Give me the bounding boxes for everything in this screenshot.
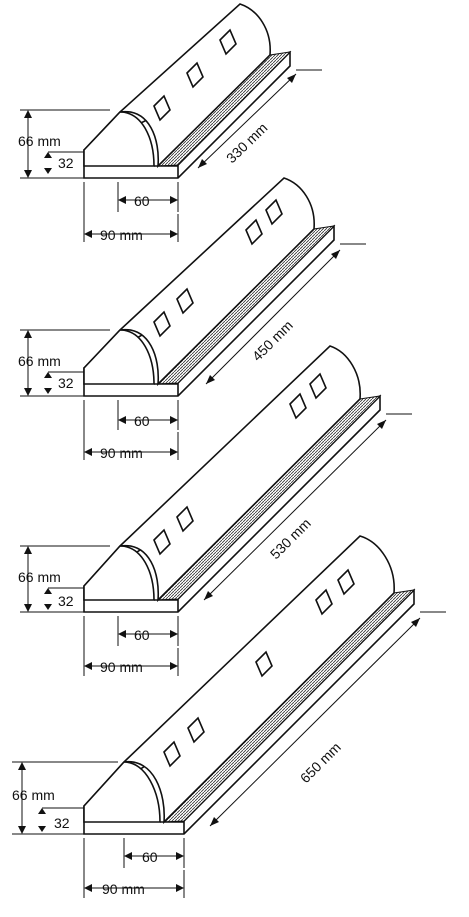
length-label: 650 mm bbox=[297, 739, 344, 786]
inner-width-label: 60 bbox=[134, 413, 150, 429]
height-label: 66 mm bbox=[18, 133, 61, 149]
total-width-label: 90 mm bbox=[100, 227, 143, 243]
trough-body bbox=[83, 177, 336, 397]
trough-unit-4: 66 mm 32 60 90 mm 650 mm bbox=[12, 535, 446, 898]
total-width-label: 90 mm bbox=[102, 881, 145, 897]
dimension-lines bbox=[20, 69, 322, 242]
height-label: 66 mm bbox=[18, 353, 61, 369]
dimension-lines bbox=[12, 611, 446, 898]
total-width-label: 90 mm bbox=[100, 445, 143, 461]
trough-unit-1: 66 mm 32 60 90 mm 330 mm bbox=[18, 3, 322, 243]
inner-width-label: 60 bbox=[142, 849, 158, 865]
height-label: 66 mm bbox=[12, 787, 55, 803]
length-label: 530 mm bbox=[267, 515, 314, 562]
inner-width-label: 60 bbox=[134, 193, 150, 209]
lip-label: 32 bbox=[54, 815, 70, 831]
lip-label: 32 bbox=[58, 593, 74, 609]
length-label: 450 mm bbox=[249, 317, 296, 364]
inner-width-label: 60 bbox=[134, 627, 150, 643]
total-width-label: 90 mm bbox=[100, 659, 143, 675]
trough-unit-3: 66 mm 32 60 90 mm 530 mm bbox=[18, 345, 412, 676]
height-label: 66 mm bbox=[18, 569, 61, 585]
lip-label: 32 bbox=[58, 375, 74, 391]
dimension-lines bbox=[20, 243, 366, 460]
trough-body bbox=[83, 345, 382, 613]
dimension-lines bbox=[20, 413, 412, 676]
trough-unit-2: 66 mm 32 60 90 mm 450 mm bbox=[18, 177, 366, 461]
lip-label: 32 bbox=[58, 155, 74, 171]
trough-body bbox=[83, 3, 292, 179]
trough-body bbox=[83, 535, 416, 835]
